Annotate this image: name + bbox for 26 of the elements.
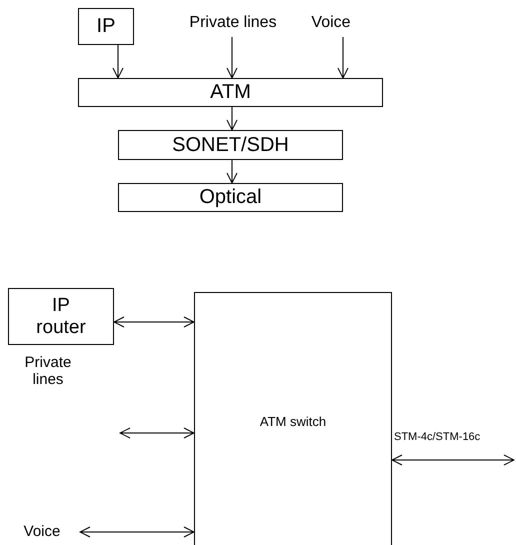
process-box [8,288,114,345]
edge-label: STM-4c/STM-16c [394,431,480,443]
input-label: Private lines [24,354,72,388]
box-label: ATM switch [260,414,326,430]
process-box [118,130,343,160]
box-label: IP router [35,294,87,338]
arrow [392,454,514,466]
arrow [114,316,194,328]
input-label: Voice [311,14,351,32]
input-label: Private lines [189,14,277,32]
input-label: Voice [24,523,60,541]
arrow [226,106,238,130]
box-label: SONET/SDH [172,134,289,156]
arrow [80,526,194,538]
process-box [78,78,383,107]
process-box [118,183,343,212]
process-box [194,292,392,545]
arrow [112,44,124,78]
box-label: Optical [199,186,262,209]
box-label: ATM [210,81,251,104]
arrow [338,36,348,78]
arrow [120,428,194,438]
process-box [78,8,134,45]
arrow [226,36,238,78]
arrow [226,160,238,184]
box-label: IP [96,15,116,38]
